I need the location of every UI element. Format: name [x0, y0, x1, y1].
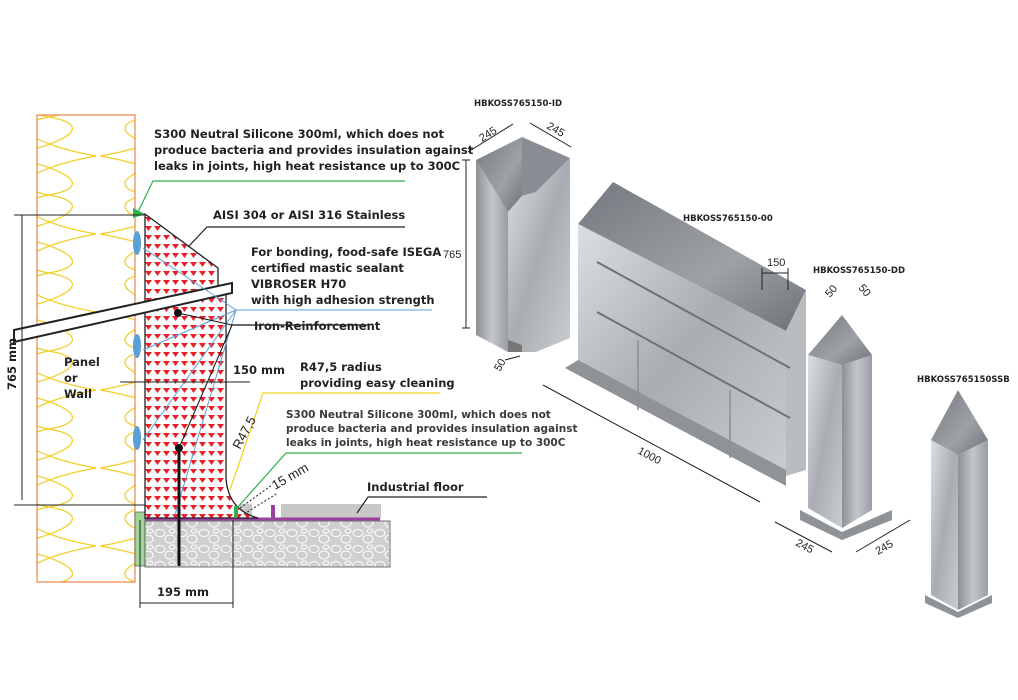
outer-corner-code: HBKOSS765150-DD	[813, 266, 905, 276]
product-straight	[565, 182, 806, 486]
mastic-leaders	[142, 247, 432, 516]
product-end-piece	[925, 390, 992, 618]
mastic-dots	[133, 231, 141, 450]
wall-panel	[36, 114, 136, 583]
gap-dimension	[239, 484, 279, 515]
inner-corner-dim-base: 50	[492, 357, 509, 374]
inner-corner-dim-width-1: 245	[477, 125, 499, 145]
silicone-bottom-label: S300 Neutral Silicone 300ml, which does …	[286, 409, 581, 449]
outer-corner-dim-3: 245	[794, 537, 816, 556]
thickness-dim-label: 150 mm	[233, 363, 285, 377]
straight-dims	[542, 268, 789, 503]
inner-corner-dim-width-2: 245	[545, 120, 567, 140]
concrete-floor	[144, 504, 391, 568]
stainless-leader	[187, 226, 405, 248]
end-piece-code: HBKOSS765150SSB	[917, 375, 1010, 385]
floor-leader	[356, 496, 487, 514]
height-dimension	[14, 214, 145, 506]
radius-leader	[229, 392, 440, 491]
stainless-label: AISI 304 or AISI 316 Stainless	[213, 208, 405, 222]
height-dim-label: 765 mm	[5, 338, 19, 390]
iron-reinforcement	[174, 309, 370, 566]
outer-corner-dim-1: 50	[823, 283, 840, 300]
base-dim-label: 195 mm	[157, 585, 209, 599]
straight-dim-depth: 150	[767, 257, 785, 269]
panel-label: Panel or Wall	[64, 355, 104, 401]
silicone-top-label: S300 Neutral Silicone 300ml, which does …	[154, 127, 477, 173]
inner-corner-dim-height: 765	[443, 249, 461, 261]
base-dimension	[139, 520, 234, 608]
silicone-bottom-bead	[234, 506, 238, 517]
straight-dim-length: 1000	[636, 445, 663, 467]
inner-corner-dims	[462, 122, 572, 361]
outer-corner-dims	[774, 519, 911, 553]
radius-note-label: R47,5 radius providing easy cleaning	[300, 360, 455, 390]
mastic-label: For bonding, food-safe ISEGA certified m…	[251, 245, 445, 307]
outer-corner-dim-4: 245	[874, 538, 896, 558]
inner-corner-code: HBKOSS765150-ID	[474, 99, 562, 109]
outer-corner-dim-2: 50	[856, 282, 873, 299]
pipe	[13, 281, 233, 344]
floor-label: Industrial floor	[367, 480, 464, 494]
reinforcement-label: Iron-Reinforcement	[254, 319, 381, 333]
straight-code: HBKOSS765150-00	[683, 214, 773, 224]
product-inner-corner	[476, 137, 570, 352]
product-outer-corner	[800, 315, 892, 540]
silicone-bottom-leader	[236, 452, 522, 509]
silicone-top-leader	[136, 180, 405, 215]
radius-dim-label: R47,5	[229, 414, 259, 452]
